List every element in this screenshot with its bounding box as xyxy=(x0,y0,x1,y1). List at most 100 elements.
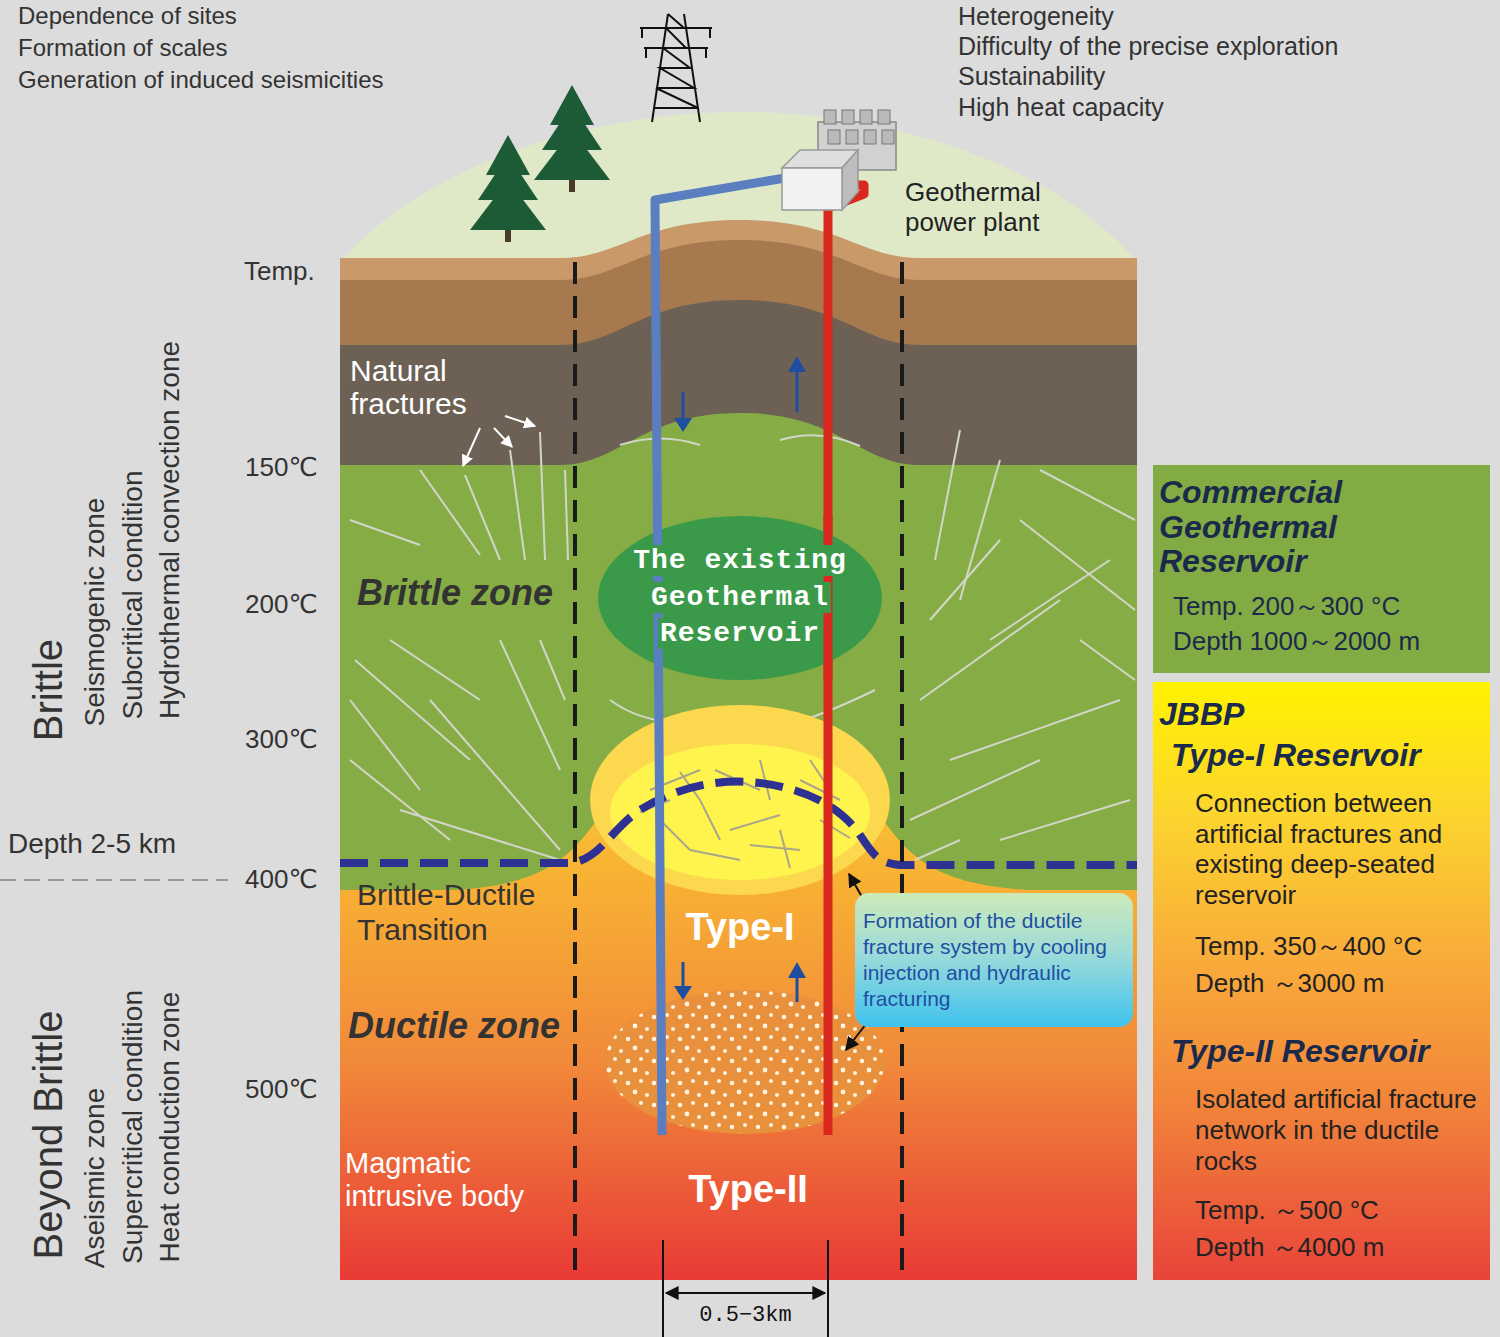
fracture-line xyxy=(510,450,525,560)
fracture-line xyxy=(540,640,565,700)
pylon-insulator xyxy=(705,48,707,58)
axis-title-holder: Temp. xyxy=(244,257,315,287)
temperature-tick-holder: 500℃ xyxy=(245,1075,318,1105)
fracture-label: Natural fractures xyxy=(350,354,510,420)
tree-crown xyxy=(534,130,610,180)
flow-arrow-head xyxy=(788,962,806,978)
challenge-note-holder: Generation of induced seismicities xyxy=(18,66,384,94)
advantage-note-holder: Sustainability xyxy=(958,62,1105,91)
reservoir-body xyxy=(598,516,882,680)
fracture-line xyxy=(430,700,560,850)
field-boundary xyxy=(900,262,904,1280)
ellipse-text-column: The existing Geothermal Reservoir xyxy=(628,543,852,652)
dimension-label-holder: 0.5−3km xyxy=(663,1303,828,1328)
depth-label-holder: Depth 2-5 km xyxy=(8,828,176,860)
cooling-fan xyxy=(882,130,894,144)
fracture-line xyxy=(350,520,420,545)
fracture-line xyxy=(690,850,740,860)
challenge-note-holder: Formation of scales xyxy=(18,34,227,62)
pointer-arrow xyxy=(494,428,512,447)
zone-title-holder: Beyond Brittle xyxy=(25,1010,71,1259)
fracture-line xyxy=(700,800,720,840)
reservoir-panel: Commercial Geothermal ReservoirTemp. 200… xyxy=(1153,465,1490,673)
fracture-line xyxy=(1080,640,1135,680)
panel-text: Depth ～4000 m xyxy=(1195,1232,1482,1263)
cap-rock-layer xyxy=(340,300,1137,1280)
brittle-zone-layer xyxy=(340,413,1137,1280)
challenge-note: Dependence of sites xyxy=(18,2,237,30)
zone-property-holder: Subcritical condition xyxy=(117,470,149,719)
tree xyxy=(534,85,610,192)
power-pylon xyxy=(640,14,712,122)
brittle-ductile-boundary xyxy=(340,782,1137,865)
zone-property-holder: Seismogenic zone xyxy=(79,498,111,727)
fracture-line xyxy=(935,430,960,560)
panel-heading: Commercial Geothermal Reservoir xyxy=(1159,475,1459,579)
fracture-line xyxy=(500,640,560,770)
artificial-fractures xyxy=(640,760,850,868)
fracture-label-holder: Natural fractures xyxy=(350,354,510,420)
leader-line xyxy=(849,874,862,897)
panel-heading: Type-II Reservoir xyxy=(1171,1033,1482,1070)
reservoir-type-label-holder: Type-I xyxy=(640,906,840,950)
pointer-arrow xyxy=(505,416,535,426)
pylon-lattice xyxy=(654,14,698,108)
fracture-line xyxy=(350,700,420,790)
fracture-line xyxy=(910,760,1040,820)
fracture-line xyxy=(465,475,500,560)
reservoir-type-label: Type-I xyxy=(640,906,840,950)
challenge-note-holder: Dependence of sites xyxy=(18,2,237,30)
advantage-note-holder: Heterogeneity xyxy=(958,2,1114,31)
pointer-arrow xyxy=(463,428,480,466)
flow-arrow xyxy=(796,974,799,1002)
leader-line xyxy=(846,1024,866,1050)
node-text-area: Commercial Geothermal ReservoirTemp. 200… xyxy=(1153,475,1482,657)
challenge-note: Formation of scales xyxy=(18,34,227,62)
flow-arrow xyxy=(682,392,685,422)
panel-text: Connection between artificial fractures … xyxy=(1195,788,1482,912)
pylon-insulator xyxy=(645,48,647,58)
fracture-line xyxy=(1020,520,1135,610)
sediment-layer xyxy=(340,240,1137,1280)
zone-title-holder: Brittle xyxy=(25,639,71,741)
zone-property: Supercritical condition xyxy=(117,990,149,1264)
plant-label-holder: Geothermal power plant xyxy=(905,178,1075,238)
flow-arrow-head xyxy=(674,986,692,1000)
temperature-tick: 300℃ xyxy=(245,725,318,755)
advantage-note-holder: Difficulty of the precise exploration xyxy=(958,32,1338,61)
callout-text: Formation of the ductile fracture system… xyxy=(863,908,1125,1013)
fracture-line xyxy=(355,660,470,760)
cooling-fan xyxy=(860,110,872,124)
zone-label-holder: Brittle zone xyxy=(357,572,553,613)
soil-layer xyxy=(340,220,1137,1280)
fracture-line xyxy=(660,820,690,850)
tree-crown xyxy=(470,180,546,230)
fracture-line xyxy=(350,760,450,840)
zone-property-holder: Aseismic zone xyxy=(79,1088,111,1269)
flow-arrow-head xyxy=(788,356,806,372)
zone-property-holder: Hydrothermal convection zone xyxy=(154,341,186,719)
fracture-line xyxy=(915,840,960,860)
reservoir-panel: JBBPType-I ReservoirConnection between a… xyxy=(1153,682,1490,1280)
dimension-label: 0.5−3km xyxy=(663,1303,828,1328)
dimension-extension xyxy=(662,1240,664,1337)
cooling-fan xyxy=(864,130,876,144)
fracture-line xyxy=(400,810,560,860)
fracture-line xyxy=(990,560,1110,640)
temperature-tick-holder: 200℃ xyxy=(245,590,318,620)
fracture-line xyxy=(780,435,860,446)
tree-trunk xyxy=(505,230,511,242)
zone-property: Subcritical condition xyxy=(117,470,149,719)
reservoir-name: The existing Geothermal Reservoir xyxy=(631,545,849,649)
cooling-fan xyxy=(878,110,890,124)
zone-property-holder: Supercritical condition xyxy=(117,990,149,1264)
depth-guide xyxy=(0,879,228,881)
type2-reservoir xyxy=(605,990,885,1134)
fracture-line xyxy=(730,815,780,830)
cooling-fan xyxy=(842,110,854,124)
intrusion-label: Magmatic intrusive body xyxy=(345,1147,570,1214)
pylon-insulator xyxy=(641,28,643,38)
panel-text: Isolated artificial fracture network in … xyxy=(1195,1084,1482,1177)
zone-title: Beyond Brittle xyxy=(25,1010,71,1259)
